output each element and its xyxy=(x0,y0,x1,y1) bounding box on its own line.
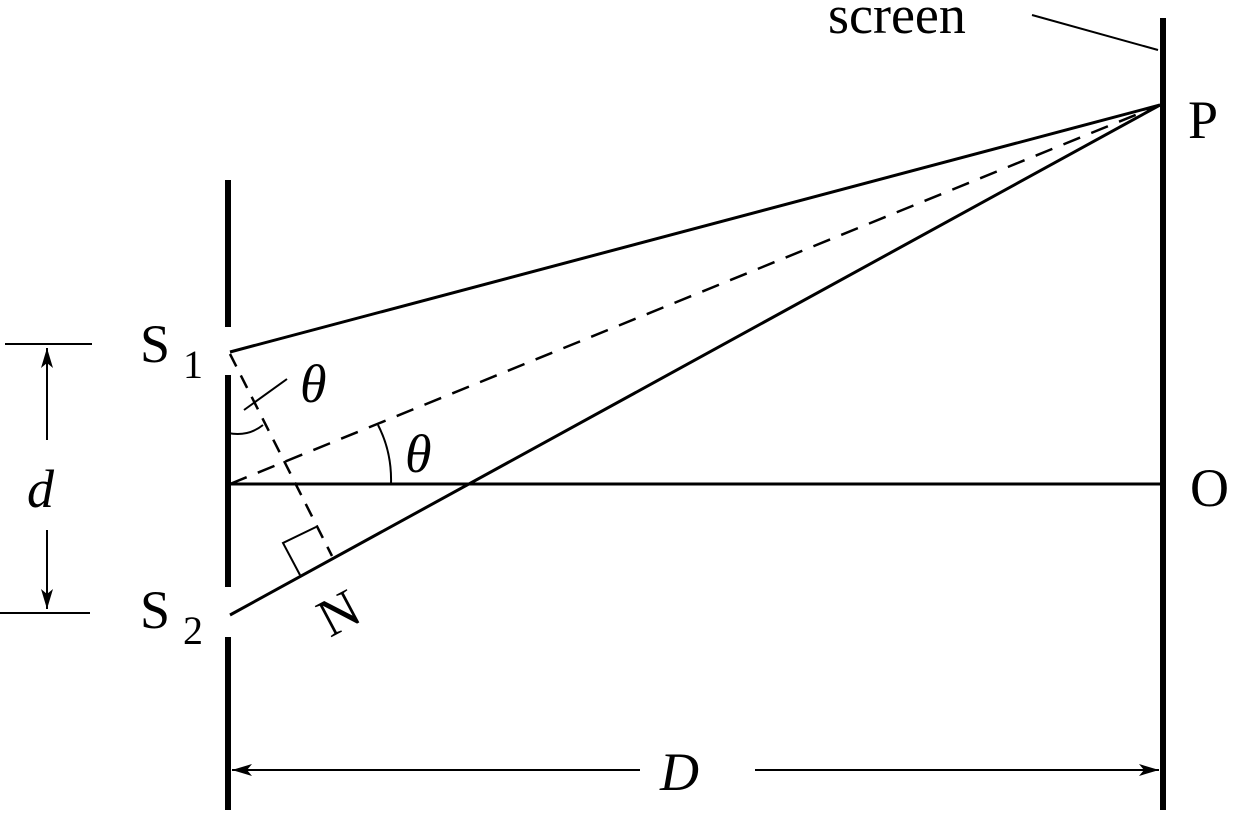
screen-distance-D-label: D xyxy=(659,742,699,802)
screen-leader-line xyxy=(1031,14,1159,51)
perpendicular-s1-n-dashed xyxy=(228,353,334,557)
source-s1-label: S xyxy=(140,314,170,374)
source-s2-label: S xyxy=(140,580,170,640)
source-s1-subscript: 1 xyxy=(183,342,203,387)
ray-s1-p xyxy=(229,103,1161,354)
screen-label: screen xyxy=(828,0,966,45)
d-dimension xyxy=(0,343,92,614)
angle-arc-s1 xyxy=(227,424,264,435)
theta-leader-line xyxy=(243,378,288,411)
point-n-label: N xyxy=(307,577,370,648)
slit-separation-d-label: d xyxy=(27,459,55,519)
point-p-label: P xyxy=(1188,90,1218,150)
angle-arc-center xyxy=(377,424,393,485)
ray-center-p-dashed xyxy=(229,103,1161,486)
source-s2-subscript: 2 xyxy=(183,608,203,653)
ray-s2-p xyxy=(229,103,1161,617)
right-angle-marker xyxy=(281,526,317,576)
theta-label-top: θ xyxy=(300,354,327,414)
point-o-label: O xyxy=(1190,458,1229,518)
theta-label-center: θ xyxy=(405,424,432,484)
